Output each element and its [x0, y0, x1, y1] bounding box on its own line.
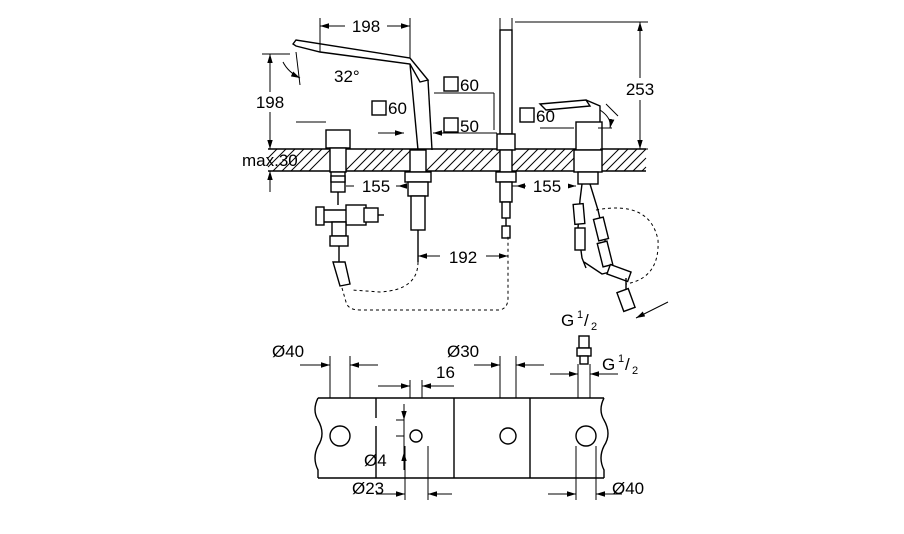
dim-square-60-spout: 60: [371, 99, 442, 136]
deck-hatch-line: [281, 148, 305, 172]
label-square-50-shower: 50: [460, 117, 479, 136]
label-spout-height: 198: [256, 93, 284, 112]
label-dia-40-left: Ø40: [272, 342, 304, 361]
deck-hatch-line: [290, 148, 314, 172]
deck-hatch-line: [641, 166, 647, 172]
dim-square-60-handle: 60: [519, 107, 574, 129]
label-dia-23: Ø23: [352, 479, 384, 498]
deck-hatch-line: [443, 148, 467, 172]
deck-hatch-line: [308, 148, 332, 172]
deck-hatch-line: [533, 148, 557, 172]
label-spacing-center: 192: [449, 248, 477, 267]
deck-hatch-line: [542, 148, 566, 172]
thread-callout-bottom: G 1 / 2: [550, 335, 638, 398]
deck-hatch-line: [461, 148, 485, 172]
dim-square-shower: 60 50: [434, 76, 497, 136]
deck-hatch-line: [479, 148, 503, 172]
hoses-right: [572, 183, 659, 313]
deck-hatch-line: [362, 148, 386, 172]
deck-hatch-line: [623, 148, 647, 172]
deck-hatch-line: [299, 148, 323, 172]
deck-hatch-line: [344, 148, 368, 172]
label-thread-right-den: 2: [591, 321, 597, 333]
dim-handle-height: 253: [515, 21, 664, 150]
left-valve-assembly: [296, 121, 384, 287]
hand-shower: [495, 18, 517, 239]
label-square-60-shower: 60: [460, 76, 479, 95]
spout-shank: [404, 149, 432, 262]
deck-hatch-line: [425, 148, 449, 172]
fraction-slash-right: /: [584, 311, 589, 330]
label-thread-bottom-den: 2: [632, 365, 638, 377]
label-handle-height: 253: [626, 80, 654, 99]
plan-view: [314, 397, 609, 479]
deck-hatch-line: [632, 157, 647, 172]
deck-hatch-line: [371, 148, 395, 172]
label-max-deck: max.30: [242, 151, 298, 170]
deck-hatch-line: [267, 148, 278, 159]
label-spacing-left: 155: [362, 177, 390, 196]
label-spout-width: 198: [352, 17, 380, 36]
label-thread-right: G: [561, 311, 574, 330]
dim-spout-width: 198: [320, 17, 410, 36]
deck-hatch-line: [605, 148, 629, 172]
label-thread-bottom: G: [602, 355, 615, 374]
deck-hatch-line: [452, 148, 476, 172]
plan-dims-top: Ø40 Ø30 16: [272, 342, 544, 398]
label-dia-4: Ø4: [364, 451, 387, 470]
deck-hatch-line: [614, 148, 638, 172]
label-thread-bottom-num: 1: [618, 353, 624, 365]
fraction-slash-bottom: /: [625, 355, 630, 374]
deck-hatch-line: [267, 148, 287, 168]
dim-spout-height: 198: [248, 53, 292, 192]
deck-hatch-line: [353, 148, 377, 172]
deck-hatch-line: [434, 148, 458, 172]
mixer-handle: [538, 99, 619, 185]
deck-hatch-line: [272, 148, 296, 172]
label-thread-right-num: 1: [577, 309, 583, 321]
label-square-60-spout: 60: [388, 99, 407, 118]
label-square-60-handle: 60: [536, 107, 555, 126]
hose-loops: [341, 236, 509, 311]
deck-hatch-line: [515, 148, 539, 172]
label-dim-16: 16: [436, 363, 455, 382]
plan-dims-bottom: Ø4 Ø23 Ø40: [352, 404, 644, 500]
deck-hatch-line: [524, 148, 548, 172]
deck-hatch-line: [551, 148, 575, 172]
label-dia-30: Ø30: [447, 342, 479, 361]
label-spacing-right: 155: [533, 177, 561, 196]
dim-spacing: 155 155 192: [346, 176, 576, 267]
thread-callout-right: G 1 / 2: [561, 301, 669, 333]
label-dia-40-right: Ø40: [612, 479, 644, 498]
deck-hatch-line: [380, 148, 404, 172]
deck-hatch-line: [470, 148, 494, 172]
label-spout-angle: 32°: [334, 67, 360, 86]
deck-hatch-line: [389, 148, 413, 172]
